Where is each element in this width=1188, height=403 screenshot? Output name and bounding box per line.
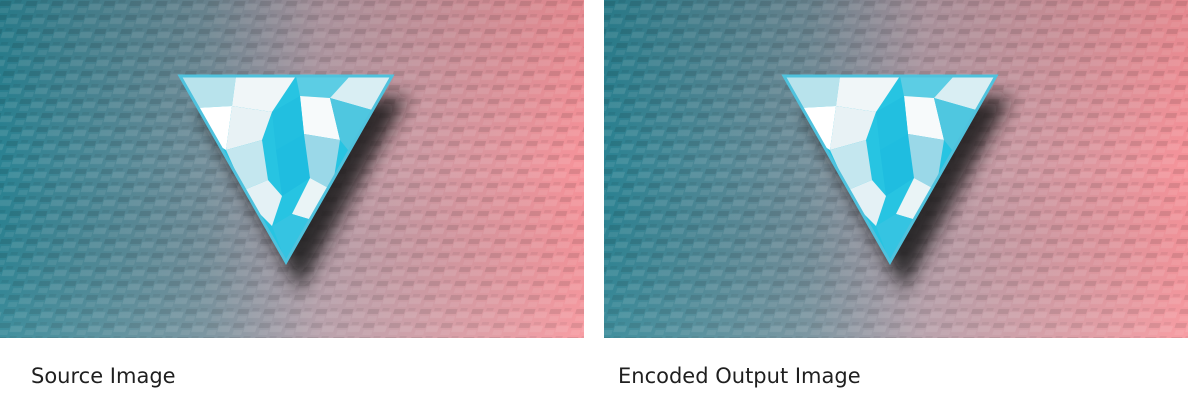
source-image-caption: Source Image xyxy=(31,364,176,388)
encoded-output-image-caption: Encoded Output Image xyxy=(618,364,861,388)
encoded-output-image-panel xyxy=(604,0,1188,338)
triangle-gem-icon xyxy=(177,74,395,266)
source-image-panel xyxy=(0,0,584,338)
source-image xyxy=(0,0,584,338)
encoded-output-image xyxy=(604,0,1188,338)
triangle-gem-icon xyxy=(781,74,999,266)
